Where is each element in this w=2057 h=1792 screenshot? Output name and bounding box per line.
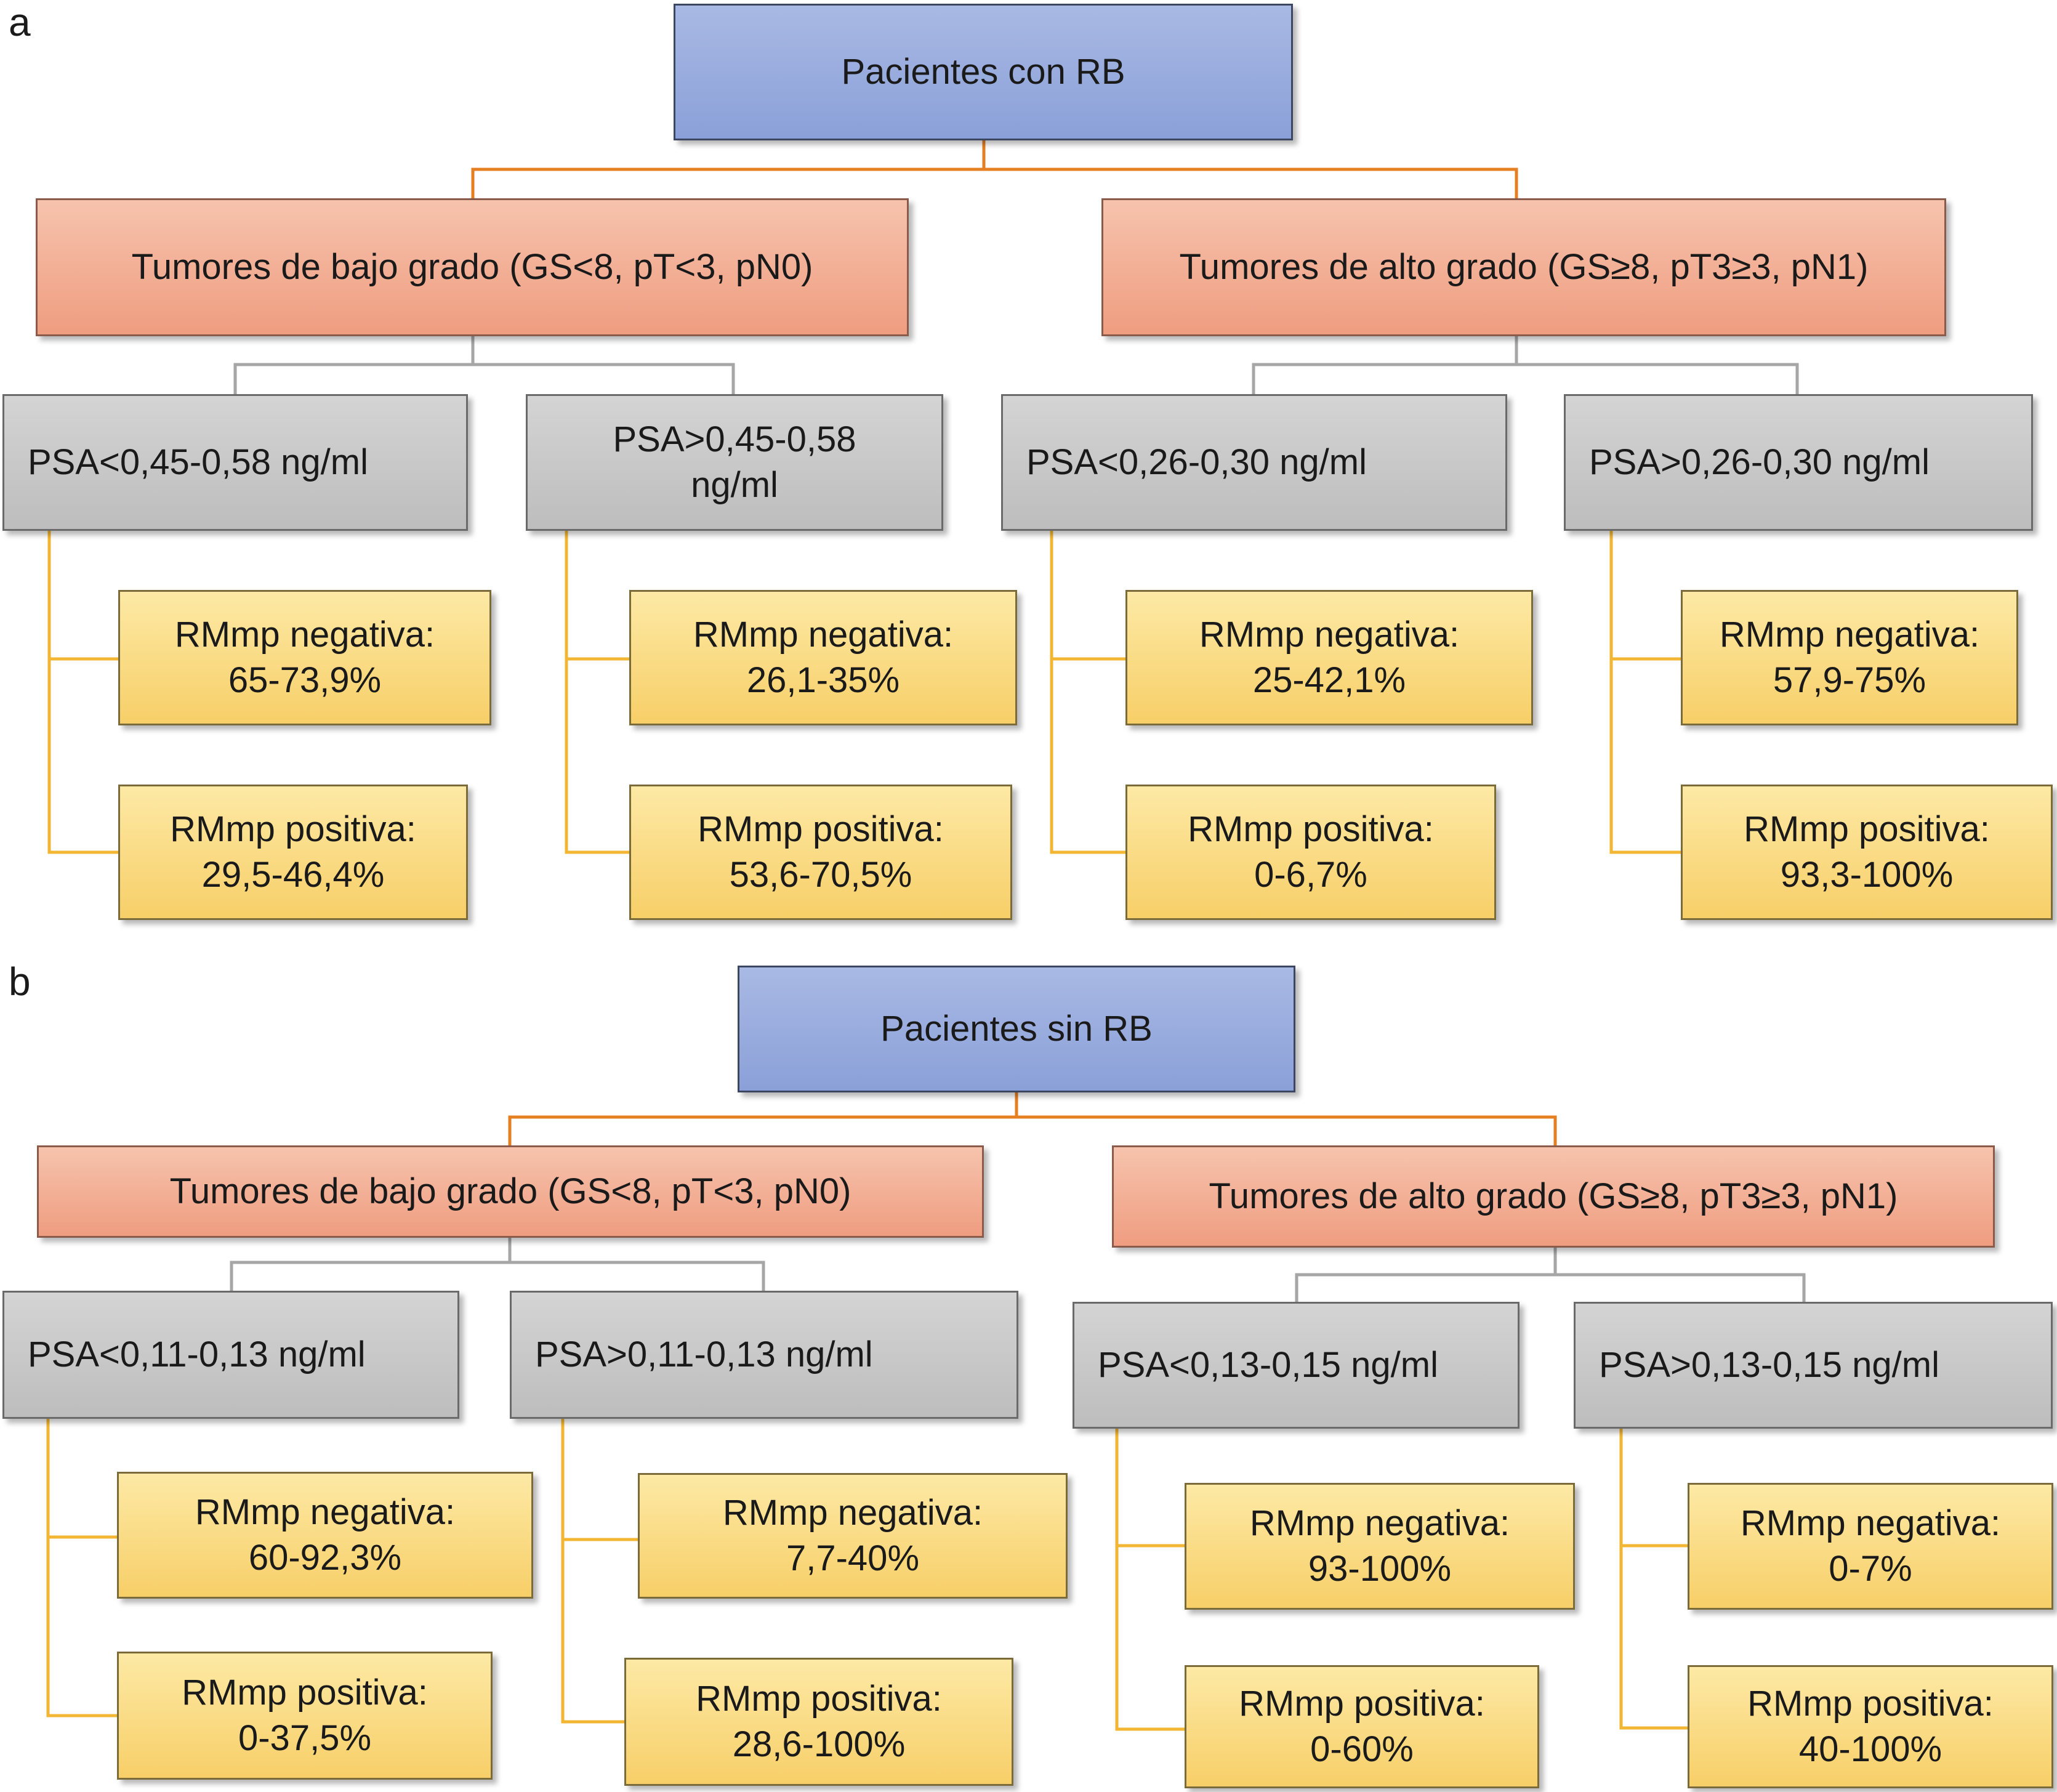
connector-root-a [471,140,1518,198]
result-negative-a3: RMmp negativa: 25-42,1% [1125,590,1533,725]
high-grade-node-a: Tumores de alto grado (GS≥8, pT3≥3, pN1) [1101,198,1946,336]
result-positive-a4: RMmp positiva: 93,3-100% [1681,785,2053,920]
result-value: 0-6,7% [1254,855,1367,895]
result-value: 7,7-40% [786,1538,920,1578]
psa-node-a4: PSA>0,26-0,30 ng/ml [1564,394,2033,531]
connector-results-a3 [1050,531,1125,854]
connector-results-b3 [1115,1429,1185,1731]
psa-label: PSA<0,13-0,15 ng/ml [1098,1344,1438,1385]
result-negative-a4: RMmp negativa: 57,9-75% [1681,590,2018,725]
psa-node-b1: PSA<0,11-0,13 ng/ml [2,1291,459,1419]
result-label: RMmp negativa: [1249,1503,1510,1543]
result-negative-a2: RMmp negativa: 26,1-35% [629,590,1017,725]
result-value: 93-100% [1308,1549,1452,1589]
result-value: 60-92,3% [248,1538,402,1578]
connector-results-a4 [1609,531,1681,854]
psa-label: PSA>0,13-0,15 ng/ml [1599,1344,1939,1385]
connector-results-b2 [561,1419,638,1724]
result-value: 0-60% [1310,1729,1414,1769]
result-label: RMmp negativa: [1719,614,1980,655]
result-label: RMmp negativa: [722,1492,983,1533]
connector-root-b [508,1092,1557,1145]
result-value: 29,5-46,4% [201,855,385,895]
root-label: Pacientes sin RB [880,1008,1153,1049]
root-node-b: Pacientes sin RB [738,966,1295,1092]
psa-label: PSA<0,11-0,13 ng/ml [28,1334,366,1374]
result-negative-b1: RMmp negativa: 60-92,3% [117,1472,533,1599]
result-value: 28,6-100% [732,1724,906,1764]
psa-node-a1: PSA<0,45-0,58 ng/ml [2,394,468,531]
connector-results-b1 [46,1419,117,1717]
result-positive-b2: RMmp positiva: 28,6-100% [624,1658,1013,1786]
result-positive-b4: RMmp positiva: 40-100% [1688,1665,2053,1788]
psa-node-b2: PSA>0,11-0,13 ng/ml [510,1291,1018,1419]
result-label: RMmp negativa: [693,614,954,655]
result-positive-a2: RMmp positiva: 53,6-70,5% [629,785,1012,920]
result-negative-b2: RMmp negativa: 7,7-40% [638,1473,1068,1599]
result-negative-b3: RMmp negativa: 93-100% [1185,1483,1575,1610]
result-value: 40-100% [1798,1729,1942,1769]
grade-label: Tumores de bajo grado (GS<8, pT<3, pN0) [131,246,813,287]
connector-results-b4 [1619,1429,1688,1730]
result-value: 25-42,1% [1252,660,1406,700]
psa-node-a3: PSA<0,26-0,30 ng/ml [1001,394,1507,531]
high-grade-node-b: Tumores de alto grado (GS≥8, pT3≥3, pN1) [1112,1145,1995,1248]
result-label: RMmp positiva: [1188,809,1434,849]
connector-high-a [1252,336,1799,394]
result-label: RMmp negativa: [1740,1503,2001,1543]
result-positive-b1: RMmp positiva: 0-37,5% [117,1652,493,1780]
connector-high-b [1295,1238,1806,1302]
result-value: 26,1-35% [746,660,900,700]
result-positive-a1: RMmp positiva: 29,5-46,4% [118,785,468,920]
result-label: RMmp positiva: [696,1678,942,1719]
result-label: RMmp positiva: [1239,1683,1485,1724]
root-label: Pacientes con RB [841,51,1125,92]
result-value: 53,6-70,5% [729,855,912,895]
connector-results-a1 [47,531,118,854]
result-label: RMmp negativa: [1199,614,1460,655]
grade-label: Tumores de alto grado (GS≥8, pT3≥3, pN1) [1179,246,1869,287]
connector-low-b [230,1238,765,1291]
result-label: RMmp positiva: [182,1672,428,1713]
result-label: RMmp positiva: [698,809,944,849]
grade-label: Tumores de bajo grado (GS<8, pT<3, pN0) [169,1171,851,1211]
low-grade-node-a: Tumores de bajo grado (GS<8, pT<3, pN0) [36,198,909,336]
psa-label: PSA>0,26-0,30 ng/ml [1589,442,1930,482]
result-value: 0-7% [1829,1549,1912,1589]
result-negative-b4: RMmp negativa: 0-7% [1688,1483,2053,1610]
low-grade-node-b: Tumores de bajo grado (GS<8, pT<3, pN0) [37,1145,984,1238]
result-label: RMmp positiva: [1747,1683,1994,1724]
panel-label-b: b [9,959,31,1004]
result-label: RMmp positiva: [170,809,416,849]
result-negative-a1: RMmp negativa: 65-73,9% [118,590,491,725]
panel-label-a: a [9,0,31,44]
root-node-a: Pacientes con RB [674,4,1293,140]
grade-label: Tumores de alto grado (GS≥8, pT3≥3, pN1) [1209,1176,1898,1216]
psa-label-unit: ng/ml [691,465,778,505]
connector-low-a [233,336,735,394]
psa-node-b3: PSA<0,13-0,15 ng/ml [1073,1302,1520,1429]
psa-label: PSA<0,45-0,58 ng/ml [28,442,368,482]
result-positive-b3: RMmp positiva: 0-60% [1185,1665,1539,1788]
psa-node-b4: PSA>0,13-0,15 ng/ml [1574,1302,2053,1429]
result-label: RMmp negativa: [174,614,435,655]
psa-label: PSA>0,45-0,58 [613,419,856,459]
result-value: 0-37,5% [238,1718,372,1758]
psa-label: PSA>0,11-0,13 ng/ml [535,1334,873,1374]
result-label: RMmp positiva: [1744,809,1990,849]
result-value: 57,9-75% [1773,660,1926,700]
psa-label: PSA<0,26-0,30 ng/ml [1026,442,1367,482]
result-value: 65-73,9% [228,660,382,700]
result-value: 93,3-100% [1780,855,1954,895]
result-positive-a3: RMmp positiva: 0-6,7% [1125,785,1496,920]
result-label: RMmp negativa: [195,1491,456,1532]
connector-results-a2 [565,531,629,854]
psa-node-a2: PSA>0,45-0,58 ng/ml [526,394,943,531]
